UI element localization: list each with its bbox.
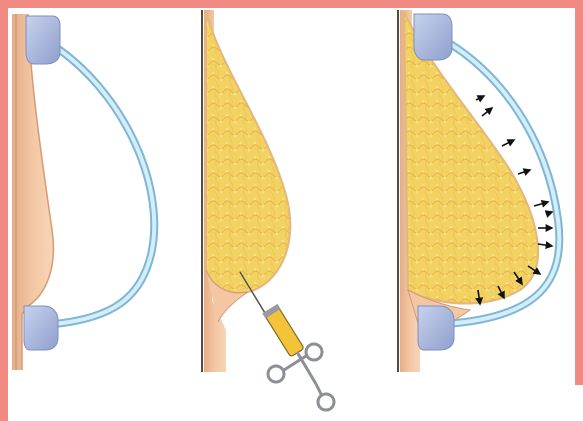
arrow-icon (476, 96, 484, 100)
upper-cup-3 (414, 14, 452, 60)
arrow-icon (546, 212, 552, 214)
arrow-icon (518, 170, 530, 174)
lower-cup (24, 306, 58, 350)
fat-filled-breast (206, 12, 290, 293)
lower-cup-3 (418, 306, 454, 350)
panel-expansion-with-fat (398, 10, 559, 372)
arrow-icon (482, 108, 492, 116)
syringe-icon (240, 272, 334, 410)
panel-expander-only (12, 14, 154, 370)
arrow-icon (534, 202, 548, 206)
arrow-icon (538, 244, 552, 246)
upper-cup (26, 16, 60, 64)
panel-fat-injection (202, 10, 334, 410)
arrow-icon (502, 140, 514, 146)
